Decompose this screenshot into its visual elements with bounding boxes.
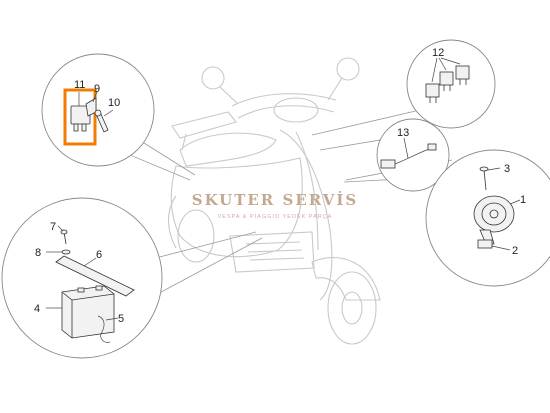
highlight-box [63, 88, 97, 146]
relay-part [425, 83, 440, 98]
battery-strap [55, 255, 135, 297]
connector-part [380, 159, 396, 169]
relay-part [439, 71, 454, 86]
label-10: 10 [108, 97, 120, 109]
label-4: 4 [34, 303, 40, 315]
callout-cable: 13 [376, 118, 450, 192]
relay-part [455, 65, 470, 80]
callout-battery: 7 8 6 4 5 [1, 197, 163, 359]
label-12: 12 [432, 47, 444, 59]
label-13: 13 [397, 127, 409, 139]
label-8: 8 [35, 247, 41, 259]
label-11: 11 [74, 79, 85, 91]
callout-relay: 11 9 10 [41, 53, 155, 167]
watermark-subtitle: VESPA & PIAGGIO YEDEK PARÇA [218, 214, 333, 220]
callout-horn: 3 1 2 [425, 149, 550, 287]
callout-relays-group: 12 [406, 39, 496, 129]
label-6: 6 [96, 249, 102, 261]
watermark-title: SKUTER SERVİS [192, 190, 358, 209]
relay-pin [73, 123, 79, 132]
relay-pin [81, 123, 87, 132]
label-9: 9 [94, 83, 100, 95]
label-7: 7 [50, 221, 56, 233]
label-5: 5 [118, 313, 124, 325]
label-2: 2 [512, 245, 518, 257]
label-1: 1 [520, 194, 526, 206]
label-3: 3 [504, 163, 510, 175]
watermark: SKUTER SERVİS VESPA & PIAGGIO YEDEK PARÇ… [192, 190, 358, 220]
scooter-outline [167, 57, 381, 345]
